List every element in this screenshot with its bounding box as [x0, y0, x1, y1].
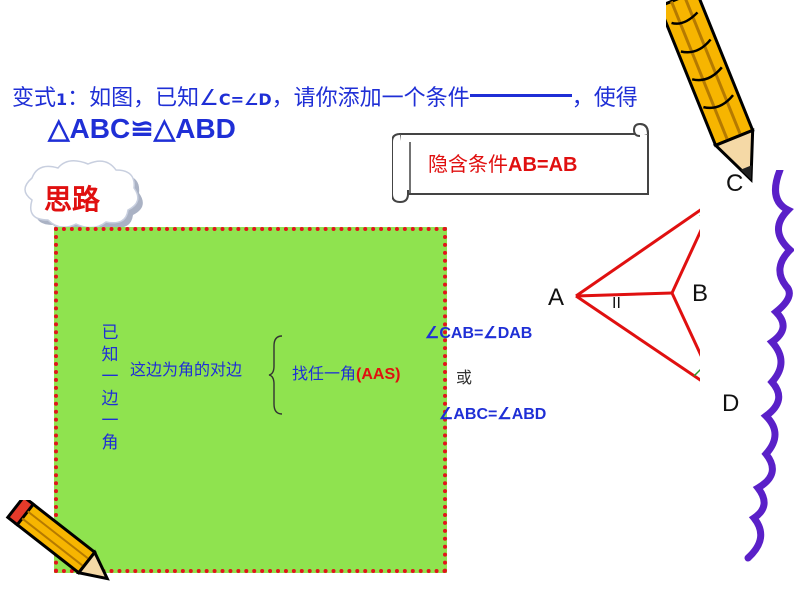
brace-icon	[268, 335, 283, 415]
hidden-condition-value: AB=AB	[508, 154, 578, 176]
segment-bc	[670, 228, 700, 294]
angle-mark-d	[693, 368, 700, 377]
equal-tick-mark: II	[612, 295, 621, 312]
problem-title: 变式1：如图，已知∠C=∠D，请你添加一个条件 ，使得	[12, 80, 638, 112]
title-end: ，使得	[571, 86, 638, 111]
analysis-panel	[54, 227, 447, 573]
decorative-wave	[744, 170, 794, 562]
find-angle-label: 找任一角	[292, 364, 357, 383]
angle-option-2: ∠ABC=∠ABD	[439, 406, 547, 423]
title-rest: ，请你添加一个条件	[271, 86, 470, 111]
pencil-icon-small	[5, 500, 110, 581]
hidden-condition-label: 隐含条件	[428, 152, 508, 176]
title-mid: ：如图，已知∠	[67, 86, 219, 111]
answer-blank[interactable]	[469, 94, 572, 97]
point-b-label: B	[692, 280, 709, 307]
aas-method: (AAS)	[356, 366, 401, 383]
thinking-label: 思路	[44, 183, 101, 216]
hidden-condition-text: 隐含条件AB=AB	[428, 148, 577, 177]
point-a-label: A	[548, 284, 565, 311]
congruence-statement: △ABC≌△ABD	[48, 113, 236, 144]
find-angle-text: 找任一角(AAS)	[292, 360, 400, 384]
or-text: 或	[456, 368, 473, 387]
thinking-cloud	[24, 160, 143, 233]
segment-ac	[575, 208, 700, 298]
scroll-banner	[392, 122, 649, 204]
angle-option-1: ∠CAB=∠DAB	[425, 325, 533, 342]
pencil-icon	[666, 0, 755, 183]
title-number: 1	[56, 90, 68, 109]
opposite-side-text: 这边为角的对边	[130, 360, 243, 379]
point-d-label: D	[722, 390, 740, 417]
triangle-figure: II	[575, 208, 700, 382]
title-prefix: 变式	[12, 86, 57, 111]
segment-ab	[575, 291, 673, 298]
given-condition: C=∠D	[218, 90, 272, 109]
segment-bd	[670, 292, 700, 357]
point-c-label: C	[726, 170, 744, 197]
known-side-angle: 已知一边一角	[101, 323, 119, 453]
